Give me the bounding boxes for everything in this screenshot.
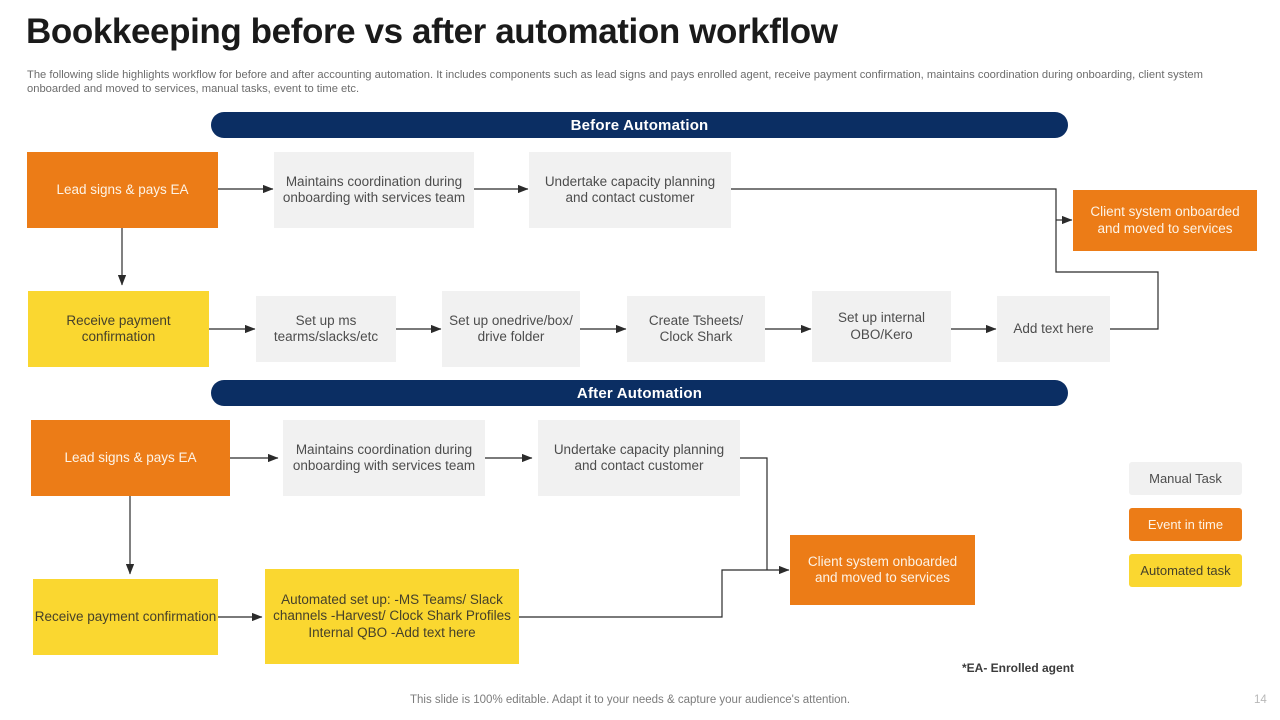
before-node-client-system-label: Client system onboarded and moved to ser… — [1090, 204, 1240, 236]
before-node-setup-onedrive[interactable]: Set up onedrive/box/ drive folder — [442, 291, 580, 367]
before-node-setup-onedrive-label: Set up onedrive/box/ drive folder — [449, 312, 573, 344]
before-node-setup-obo[interactable]: Set up internal OBO/Kero — [812, 291, 951, 362]
banner-after-automation: After Automation — [211, 380, 1068, 406]
legend-event-in-time-label: Event in time — [1147, 517, 1224, 532]
after-node-undertake-capacity-label: Undertake capacity planning and contact … — [553, 441, 725, 473]
page-subtitle: The following slide highlights workflow … — [27, 69, 1203, 95]
slide-footer-text: This slide is 100% editable. Adapt it to… — [410, 694, 851, 706]
before-node-lead-signs[interactable]: Lead signs & pays EA — [27, 152, 218, 228]
legend-manual-task-label: Manual Task — [1149, 471, 1222, 486]
before-node-undertake-capacity-label: Undertake capacity planning and contact … — [544, 173, 716, 205]
banner-before-automation: Before Automation — [211, 112, 1068, 138]
before-node-setup-ms[interactable]: Set up ms tearms/slacks/etc — [256, 296, 396, 362]
page-number: 14 — [1254, 694, 1267, 706]
before-node-undertake-capacity[interactable]: Undertake capacity planning and contact … — [529, 152, 731, 228]
after-node-client-system[interactable]: Client system onboarded and moved to ser… — [790, 535, 975, 605]
before-node-create-tsheets[interactable]: Create Tsheets/ Clock Shark — [627, 296, 765, 362]
page-title: Bookkeeping before vs after automation w… — [26, 12, 838, 51]
after-node-lead-signs[interactable]: Lead signs & pays EA — [31, 420, 230, 496]
before-node-setup-ms-label: Set up ms tearms/slacks/etc — [273, 312, 379, 344]
before-node-receive-payment-label: Receive payment confirmation — [66, 312, 171, 344]
after-node-receive-payment-label: Receive payment confirmation — [34, 608, 217, 624]
banner-after-label: After Automation — [576, 384, 703, 402]
after-node-automated-setup-label: Automated set up: -MS Teams/ Slack chann… — [273, 591, 511, 640]
after-node-undertake-capacity[interactable]: Undertake capacity planning and contact … — [538, 420, 740, 496]
after-node-client-system-label: Client system onboarded and moved to ser… — [807, 553, 958, 585]
before-node-lead-signs-label: Lead signs & pays EA — [56, 181, 189, 197]
footnote-ea: *EA- Enrolled agent — [962, 661, 1075, 675]
after-node-maintains-coordination-label: Maintains coordination during onboarding… — [292, 441, 476, 473]
legend-item-event-in-time[interactable]: Event in time — [1129, 508, 1242, 541]
legend-item-automated-task[interactable]: Automated task — [1129, 554, 1242, 587]
before-node-setup-obo-label: Set up internal OBO/Kero — [837, 310, 926, 342]
legend-automated-task-label: Automated task — [1140, 563, 1231, 578]
after-node-lead-signs-label: Lead signs & pays EA — [64, 449, 197, 465]
before-node-maintains-coordination-label: Maintains coordination during onboarding… — [282, 173, 466, 205]
after-node-receive-payment[interactable]: Receive payment confirmation — [33, 579, 218, 655]
before-node-create-tsheets-label: Create Tsheets/ Clock Shark — [648, 312, 744, 344]
after-node-maintains-coordination[interactable]: Maintains coordination during onboarding… — [283, 420, 485, 496]
after-node-automated-setup[interactable]: Automated set up: -MS Teams/ Slack chann… — [265, 569, 519, 664]
before-node-receive-payment[interactable]: Receive payment confirmation — [28, 291, 209, 367]
legend-item-manual-task[interactable]: Manual Task — [1129, 462, 1242, 495]
banner-before-label: Before Automation — [570, 116, 709, 134]
before-node-client-system[interactable]: Client system onboarded and moved to ser… — [1073, 190, 1257, 251]
before-node-maintains-coordination[interactable]: Maintains coordination during onboarding… — [274, 152, 474, 228]
before-node-add-text-here-label: Add text here — [1013, 320, 1094, 336]
before-node-add-text-here[interactable]: Add text here — [997, 296, 1110, 362]
